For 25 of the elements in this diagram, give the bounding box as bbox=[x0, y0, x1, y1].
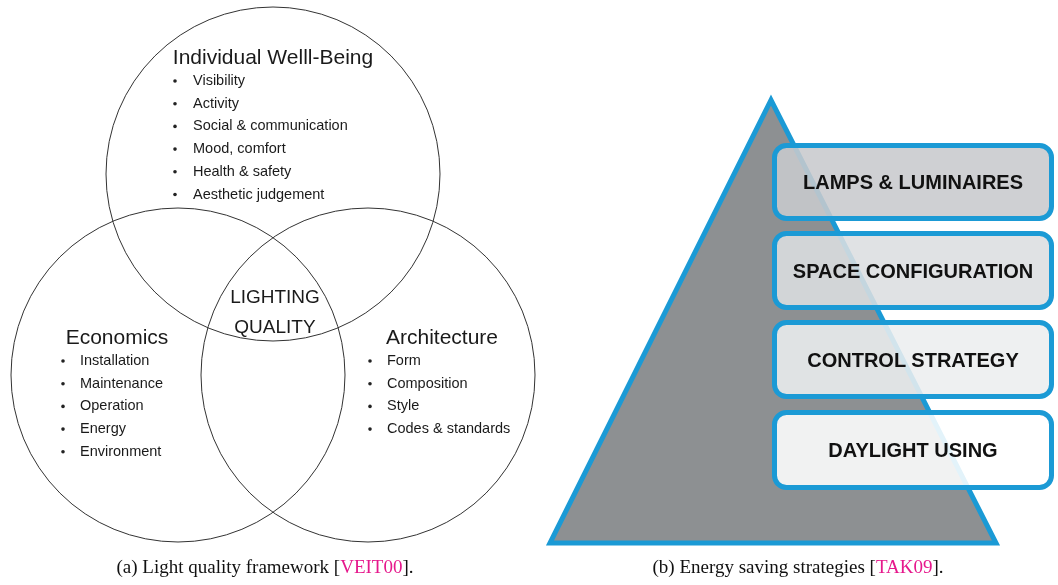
list-item: Mood, comfort bbox=[193, 141, 286, 156]
list-item: Style bbox=[387, 398, 420, 413]
circle-heading: Economics bbox=[65, 326, 169, 347]
circle-heading: Individual Welll-Being bbox=[172, 46, 374, 67]
list-item: Maintenance bbox=[80, 375, 164, 391]
list-item: Form bbox=[387, 353, 421, 368]
list-item: Energy bbox=[80, 421, 126, 436]
list-item: Operation bbox=[80, 398, 144, 413]
list-item: Codes & standards bbox=[387, 421, 511, 436]
figure-caption: (b) Energy saving strategies [TAK09]. bbox=[652, 556, 944, 578]
strategy-label: LAMPS & LUMINAIRES bbox=[802, 170, 1024, 194]
list-item: Social & communication bbox=[193, 118, 348, 133]
strategy-label: CONTROL STRATEGY bbox=[806, 348, 1020, 371]
strategy-label: DAYLIGHT USING bbox=[827, 438, 999, 462]
list-item: Composition bbox=[387, 375, 468, 391]
list-item: Health & safety bbox=[193, 163, 292, 179]
list-item: Visibility bbox=[193, 73, 246, 88]
list-item: Installation bbox=[80, 353, 150, 368]
center-label: LIGHTING QUALITY bbox=[229, 285, 321, 339]
list-item: Aesthetic judgement bbox=[193, 186, 325, 201]
figure-caption: (a) Light quality framework [VEIT00]. bbox=[116, 556, 414, 578]
circle-heading: Architecture bbox=[386, 326, 498, 347]
list-item: Environment bbox=[80, 443, 162, 459]
list-item: Activity bbox=[193, 95, 239, 111]
strategy-label: SPACE CONFIGURATION bbox=[791, 259, 1035, 282]
